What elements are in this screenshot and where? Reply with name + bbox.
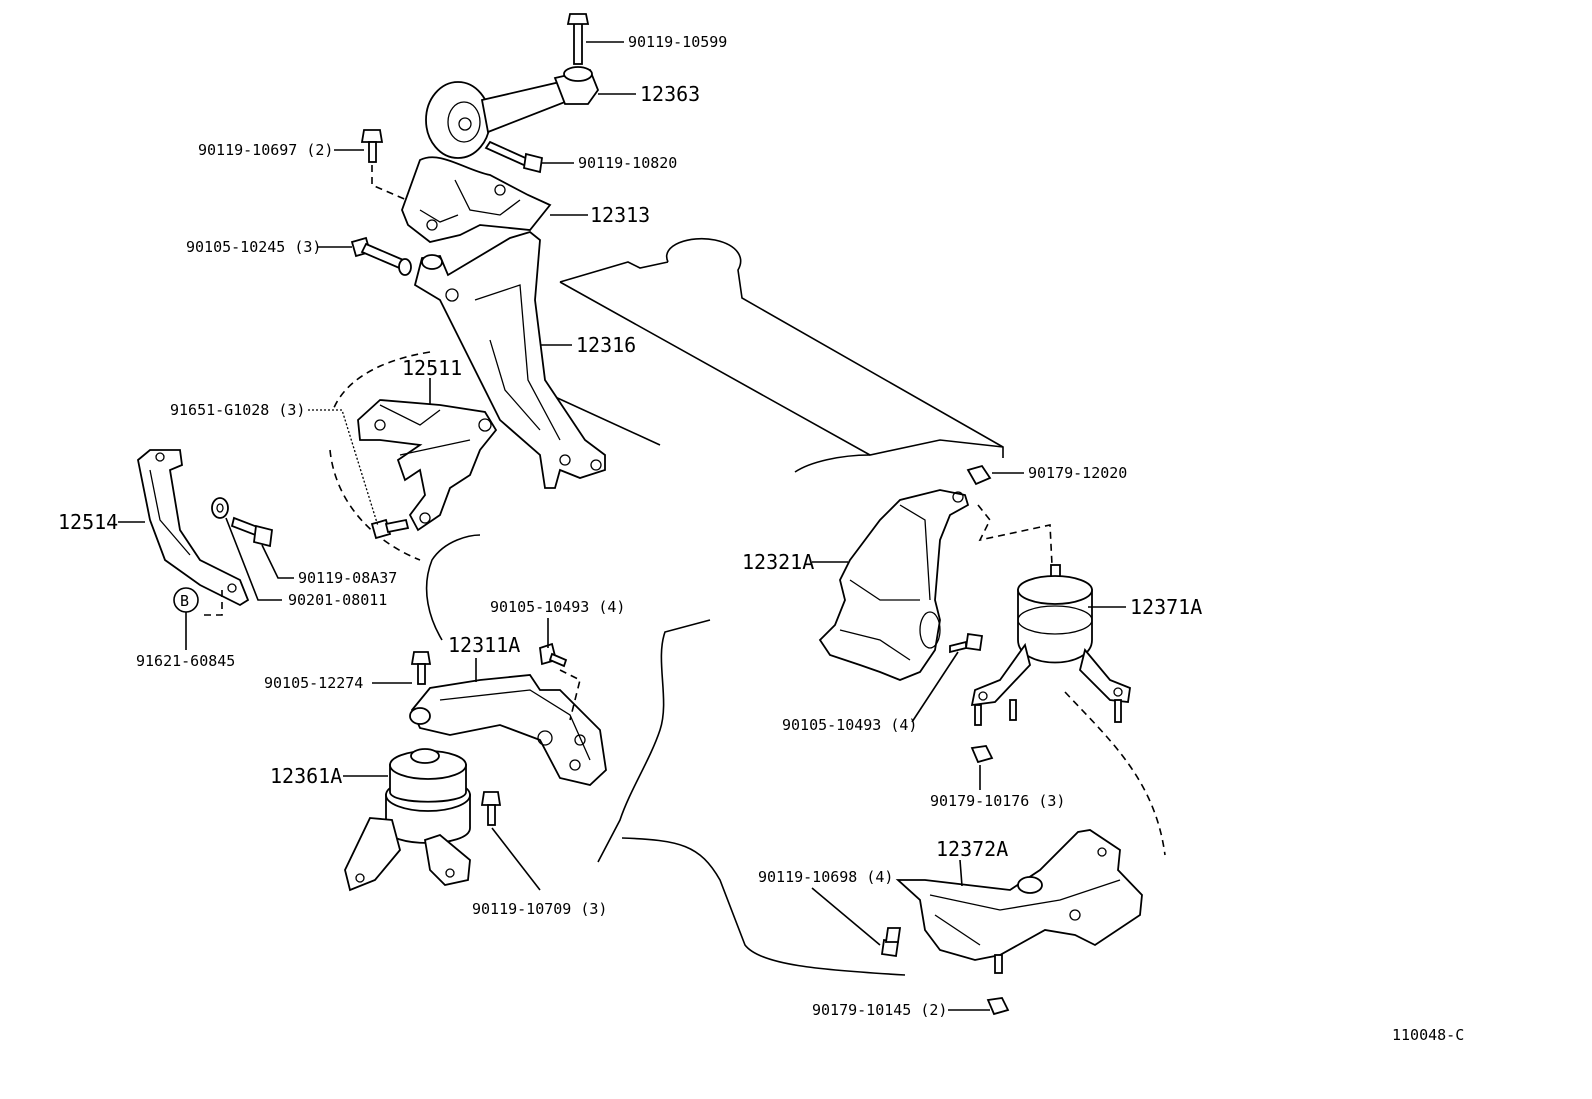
mount-12361A	[344, 748, 471, 892]
label-12511: 12511	[402, 356, 462, 380]
nut-90179-10145	[986, 997, 1010, 1016]
bracket-12311A	[409, 669, 607, 786]
bracket-12316	[413, 231, 606, 489]
label-12311A: 12311A	[448, 633, 520, 657]
bracket-12511	[357, 399, 498, 532]
label-12321A: 12321A	[742, 550, 814, 574]
bracket-12313	[401, 156, 552, 243]
label-12313: 12313	[590, 203, 650, 227]
label-90119-10698: 90119-10698 (4)	[758, 868, 893, 886]
label-90201-08011: 90201-08011	[288, 591, 387, 609]
label-12316: 12316	[576, 333, 636, 357]
diagram-id-code: 110048-C	[1392, 1026, 1464, 1044]
label-90119-08A37: 90119-08A37	[298, 569, 397, 587]
bracket-12514	[137, 449, 250, 616]
washer-90201-08011	[211, 497, 229, 519]
bracket-12372A	[895, 829, 1143, 974]
label-90179-10145: 90179-10145 (2)	[812, 1001, 947, 1019]
part-labels: 90119-10599 12363 90119-10697 (2) 90119-…	[58, 33, 1464, 1044]
torque-rod-12363	[425, 13, 600, 159]
label-12363: 12363	[640, 82, 700, 106]
label-12361A: 12361A	[270, 764, 342, 788]
mount-12371A	[970, 564, 1131, 726]
nut-90179-12020	[966, 464, 992, 486]
bolt-90119-08A37	[230, 516, 273, 548]
bolt-90105-10245	[350, 236, 412, 276]
bracket-12321A	[818, 489, 1053, 681]
label-91651-G1028: 91651-G1028 (3)	[170, 401, 305, 419]
engine-outline	[329, 238, 1166, 976]
label-90105-10245: 90105-10245 (3)	[186, 238, 321, 256]
leader-lines	[118, 41, 1126, 1011]
bolt-90105-12274	[410, 651, 432, 685]
label-12514: 12514	[58, 510, 118, 534]
label-90105-10493-b: 90105-10493 (4)	[782, 716, 917, 734]
label-ref-b: B	[180, 592, 189, 610]
bolt-91651-G1028	[370, 518, 410, 540]
label-90179-12020: 90179-12020	[1028, 464, 1127, 482]
label-90119-10697: 90119-10697 (2)	[198, 141, 333, 159]
label-90119-10709: 90119-10709 (3)	[472, 900, 607, 918]
label-12372A: 12372A	[936, 837, 1008, 861]
label-91621-60845: 91621-60845	[136, 652, 235, 670]
label-90179-10176: 90179-10176 (3)	[930, 792, 1065, 810]
bolt-90105-10493-right	[949, 632, 984, 654]
label-90105-10493-a: 90105-10493 (4)	[490, 598, 625, 616]
label-90119-10820: 90119-10820	[578, 154, 677, 172]
label-90105-12274: 90105-12274	[264, 674, 363, 692]
label-12371A: 12371A	[1130, 595, 1202, 619]
bolt-90119-10698	[880, 927, 902, 958]
nut-90179-10176	[970, 745, 994, 764]
bolt-90105-10493-left	[539, 642, 568, 668]
bolt-90119-10820	[484, 140, 544, 174]
bolt-90119-10709	[480, 791, 502, 826]
label-90119-10599: 90119-10599	[628, 33, 727, 51]
